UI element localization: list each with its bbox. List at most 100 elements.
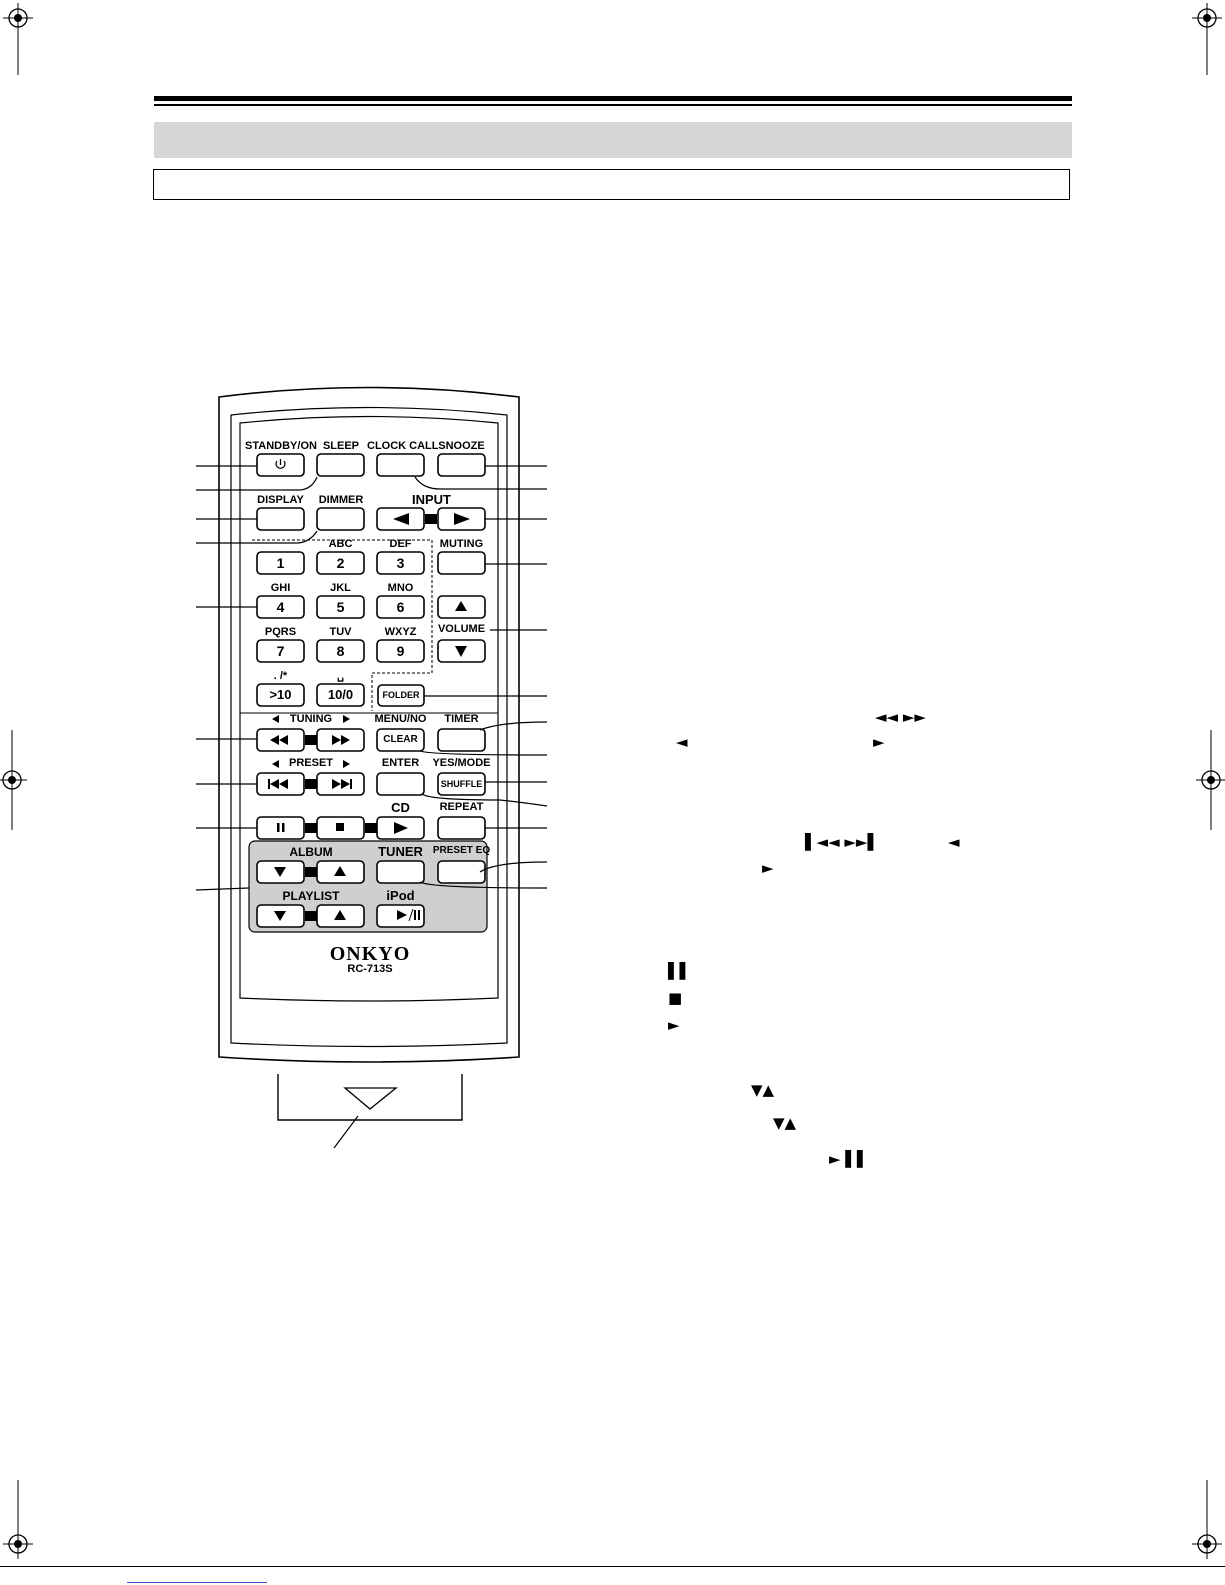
model-label: RC-713S: [347, 963, 393, 975]
key-5-label[interactable]: 5: [336, 599, 345, 615]
cd-label: CD: [391, 800, 410, 815]
playlist-label: PLAYLIST: [282, 889, 340, 903]
left-arrow-icon: ◄: [676, 733, 688, 751]
down-up-icons: ▼▲: [751, 1081, 775, 1099]
key-10-0-label[interactable]: 10/0: [327, 687, 354, 702]
letters-wxyz: WXYZ: [384, 626, 417, 638]
right-arrow-icon: ►: [873, 733, 885, 751]
registration-mark-middle-left: [0, 765, 27, 795]
play-pause-icons: ► ▌▌: [829, 1150, 869, 1168]
footer-rule: [0, 1566, 1225, 1567]
key-3: [376, 551, 425, 575]
key-7: [256, 639, 305, 663]
key-gt10: [256, 683, 305, 707]
preset-eq-label: PRESET EQ: [432, 845, 491, 856]
space-label: ␣: [337, 670, 344, 682]
callout-lines: [195, 465, 548, 891]
key-3-label[interactable]: 3: [396, 555, 405, 571]
timer-button: [437, 728, 486, 752]
snooze-button: [437, 453, 486, 477]
registration-mark-top-right: [1192, 3, 1222, 33]
dimmer-label: DIMMER: [318, 494, 364, 506]
registration-mark-bottom-right: [1192, 1529, 1222, 1559]
registration-mark-bottom-left: [3, 1529, 33, 1559]
sleep-label: SLEEP: [322, 440, 360, 452]
muting-button: [437, 551, 486, 575]
input-label: INPUT: [412, 492, 451, 507]
key-9: [376, 639, 425, 663]
letters-tuv: TUV: [329, 626, 352, 638]
key-5: [316, 595, 365, 619]
volume-label: VOLUME: [437, 623, 486, 635]
preset-label: PRESET: [288, 757, 333, 769]
letters-ghi: GHI: [270, 582, 291, 594]
repeat-label: REPEAT: [439, 801, 484, 813]
key-8-label[interactable]: 8: [336, 643, 345, 659]
battery-cover: [277, 1074, 463, 1121]
left-arrow-icon-2: ◄: [948, 833, 960, 851]
ipod-label: iPod: [386, 888, 415, 903]
clear-key-label[interactable]: CLEAR: [383, 734, 418, 745]
stop-icon: ■: [668, 989, 683, 1007]
key-6: [376, 595, 425, 619]
header-rule-thick: [154, 96, 1072, 101]
key-4-label[interactable]: 4: [276, 599, 285, 615]
key-9-label[interactable]: 9: [396, 643, 405, 659]
number-area-border: [252, 539, 433, 711]
sleep-button: [316, 453, 365, 477]
registration-mark-top-left: [3, 3, 33, 33]
right-arrow-icon-2: ►: [762, 859, 774, 877]
album-label: ALBUM: [289, 845, 333, 859]
key-7-label[interactable]: 7: [276, 643, 285, 659]
key-6-label[interactable]: 6: [396, 599, 405, 615]
callout-battery: [333, 1115, 359, 1149]
ipod-panel: [248, 840, 488, 933]
clock-call-label: CLOCK CALL: [367, 440, 439, 452]
dimmer-button: [316, 507, 365, 531]
section-title-band: [154, 122, 1072, 158]
timer-label: TIMER: [444, 713, 479, 725]
down-up-icons-2: ▼▲: [773, 1114, 797, 1132]
yes-mode-label: YES/MODE: [432, 757, 491, 769]
header-rule-thin: [154, 104, 1072, 106]
muting-label: MUTING: [439, 538, 484, 550]
folder-label[interactable]: FOLDER: [382, 690, 420, 700]
pause-icon: ▌▌: [668, 962, 692, 980]
enter-label: ENTER: [381, 757, 420, 769]
display-label: DISPLAY: [257, 494, 304, 506]
brand-logo: ONKYO: [329, 943, 411, 965]
key-2-label[interactable]: 2: [336, 555, 345, 571]
footer-link-underline: [127, 1582, 267, 1583]
standby-label: STANDBY/ON: [245, 440, 317, 452]
clock-call-button: [376, 453, 425, 477]
tuner-button: [376, 860, 425, 884]
shuffle-key-label[interactable]: SHUFFLE: [440, 779, 483, 789]
subsection-title-box: [153, 169, 1070, 200]
letters-mno: MNO: [387, 582, 414, 594]
registration-mark-middle-right: [1196, 765, 1225, 795]
letters-abc: ABC: [328, 538, 353, 550]
key-2: [316, 551, 365, 575]
letters-jkl: JKL: [330, 582, 351, 594]
remote-inner-outline: [230, 406, 508, 1048]
preset-eq-button: [437, 860, 486, 884]
battery-cover-arrow: [343, 1087, 398, 1110]
shuffle-button: [437, 772, 486, 796]
snooze-label: SNOOZE: [438, 440, 485, 452]
symbols-label: . /*: [273, 670, 288, 682]
play-icon: ►: [668, 1016, 680, 1034]
key-10-0: [316, 683, 365, 707]
letters-pqrs: PQRS: [264, 626, 297, 638]
tuning-label: TUNING: [289, 713, 333, 725]
skip-icons: ▌◄◄ ►►▌: [805, 833, 879, 851]
enter-button: [376, 772, 425, 796]
key-8: [316, 639, 365, 663]
key-gt10-label[interactable]: >10: [269, 687, 292, 702]
letters-def: DEF: [389, 538, 412, 550]
menu-no-label: MENU/NO: [374, 713, 427, 725]
clear-button: [376, 728, 425, 752]
key-1: [256, 551, 305, 575]
key-1-label[interactable]: 1: [276, 555, 285, 571]
